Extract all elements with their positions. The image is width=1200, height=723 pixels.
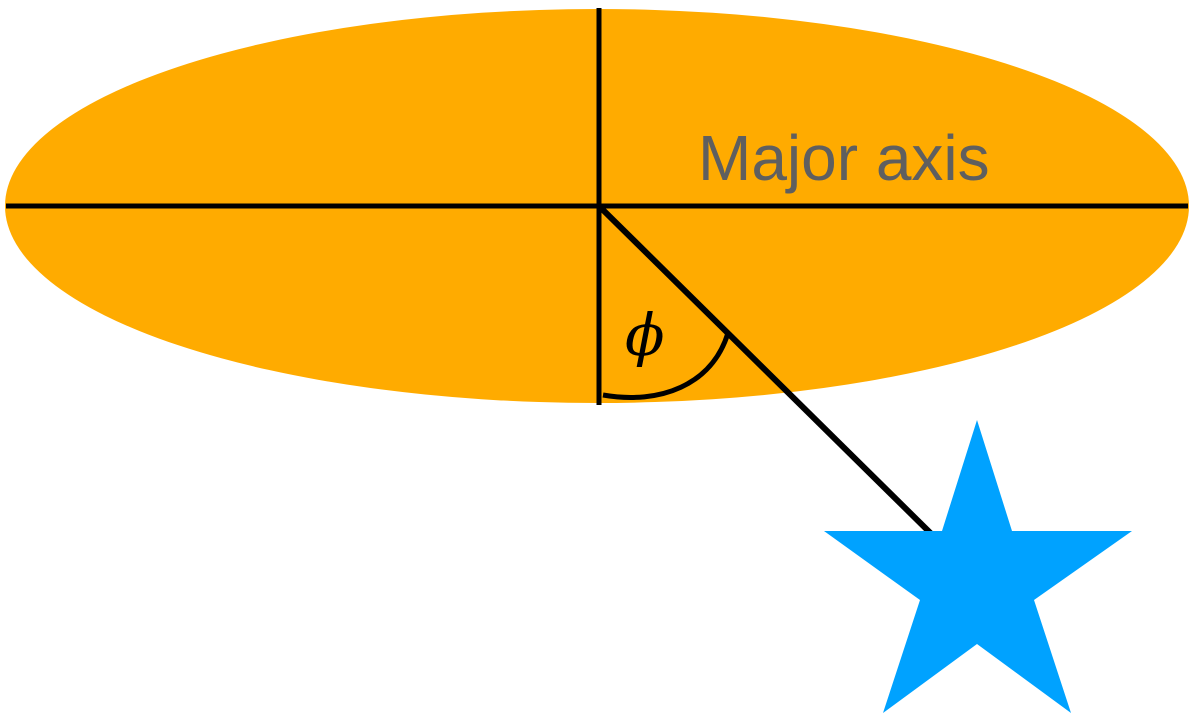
line-of-sight xyxy=(596,203,977,579)
angle-arc xyxy=(602,332,731,400)
angle-label: ϕ xyxy=(625,301,665,369)
major-axis-label: Major axis xyxy=(698,122,990,194)
star-icon xyxy=(824,420,1132,713)
